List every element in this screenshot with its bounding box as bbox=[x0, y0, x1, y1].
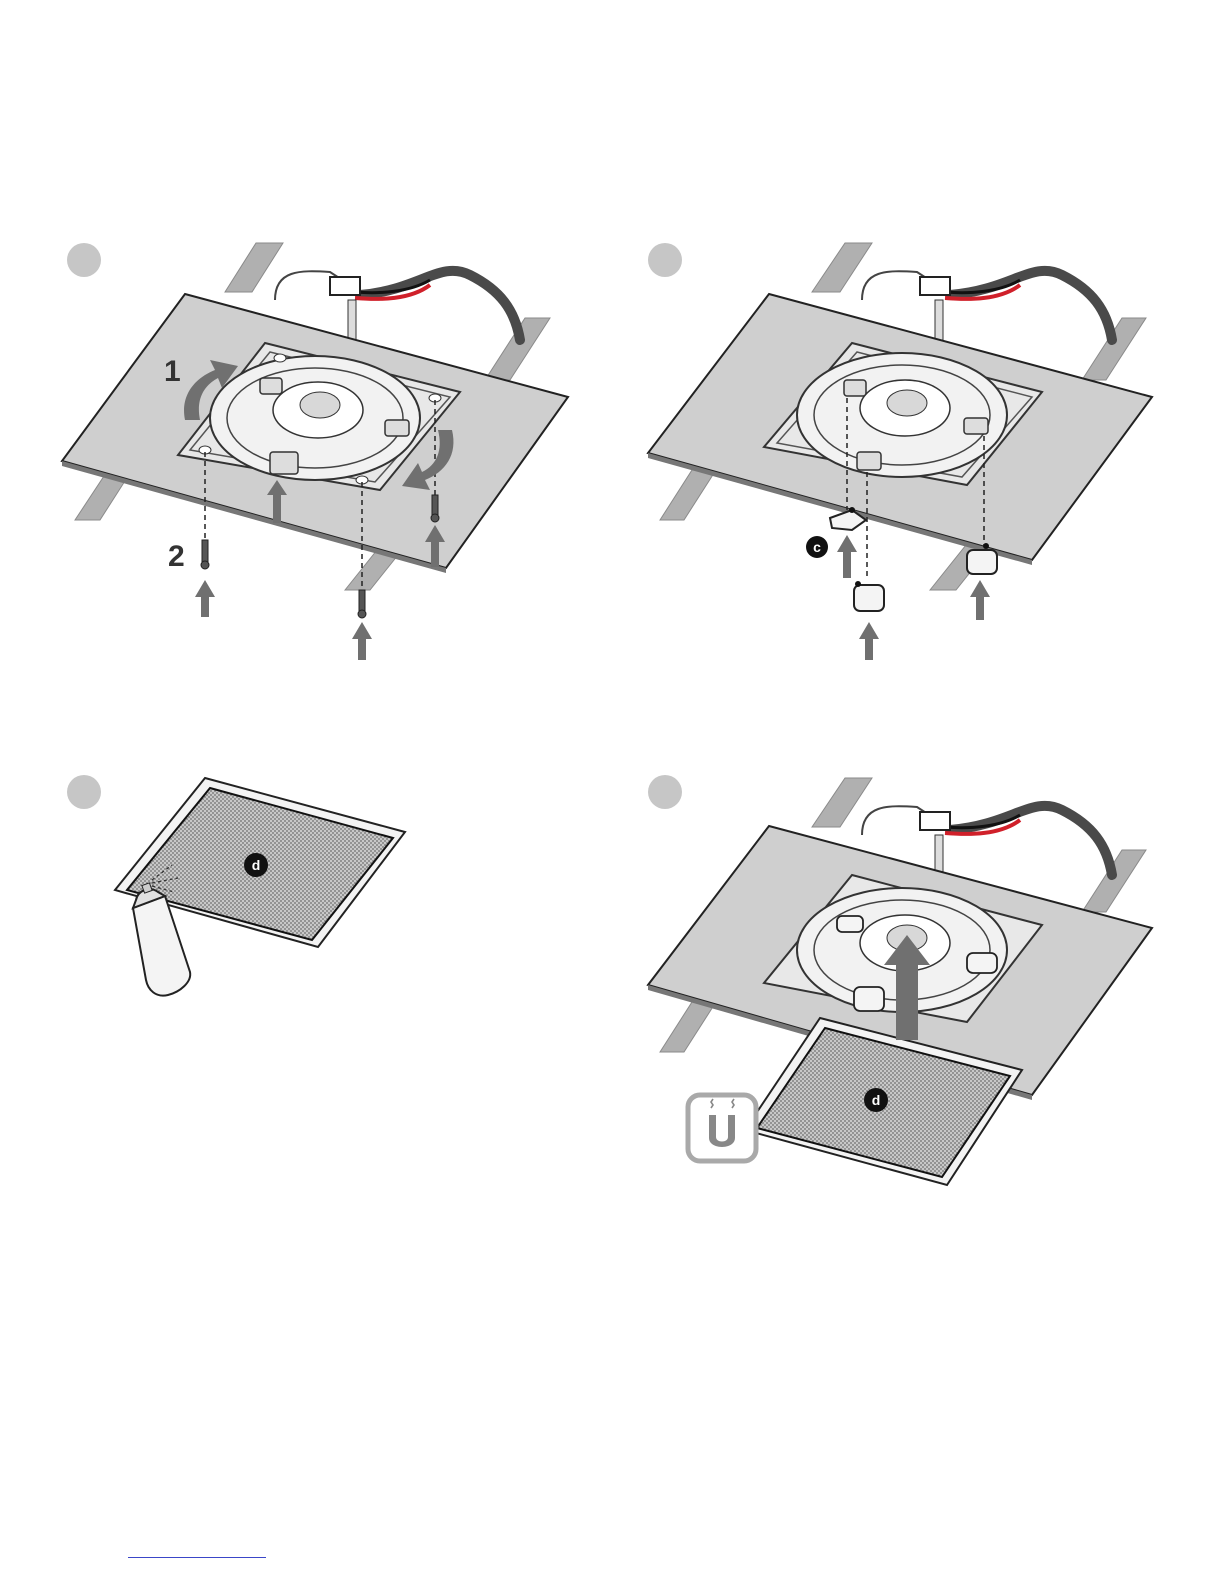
magnet-icon bbox=[688, 1095, 756, 1161]
callout-d-label: d bbox=[252, 857, 261, 873]
step-label-2: 2 bbox=[168, 540, 185, 574]
callout-c-label: c bbox=[813, 539, 821, 555]
illustration-paint-grille: d bbox=[0, 740, 612, 1020]
callout-d-label: d bbox=[872, 1092, 881, 1108]
footer-link-underline bbox=[128, 1557, 266, 1558]
step-label-1: 1 bbox=[164, 355, 181, 389]
illustration-remove-speaker bbox=[0, 0, 612, 700]
illustration-attach-grille: d bbox=[612, 740, 1224, 1200]
illustration-install-clamp-covers: c bbox=[612, 0, 1224, 700]
wire-cable bbox=[360, 271, 520, 340]
